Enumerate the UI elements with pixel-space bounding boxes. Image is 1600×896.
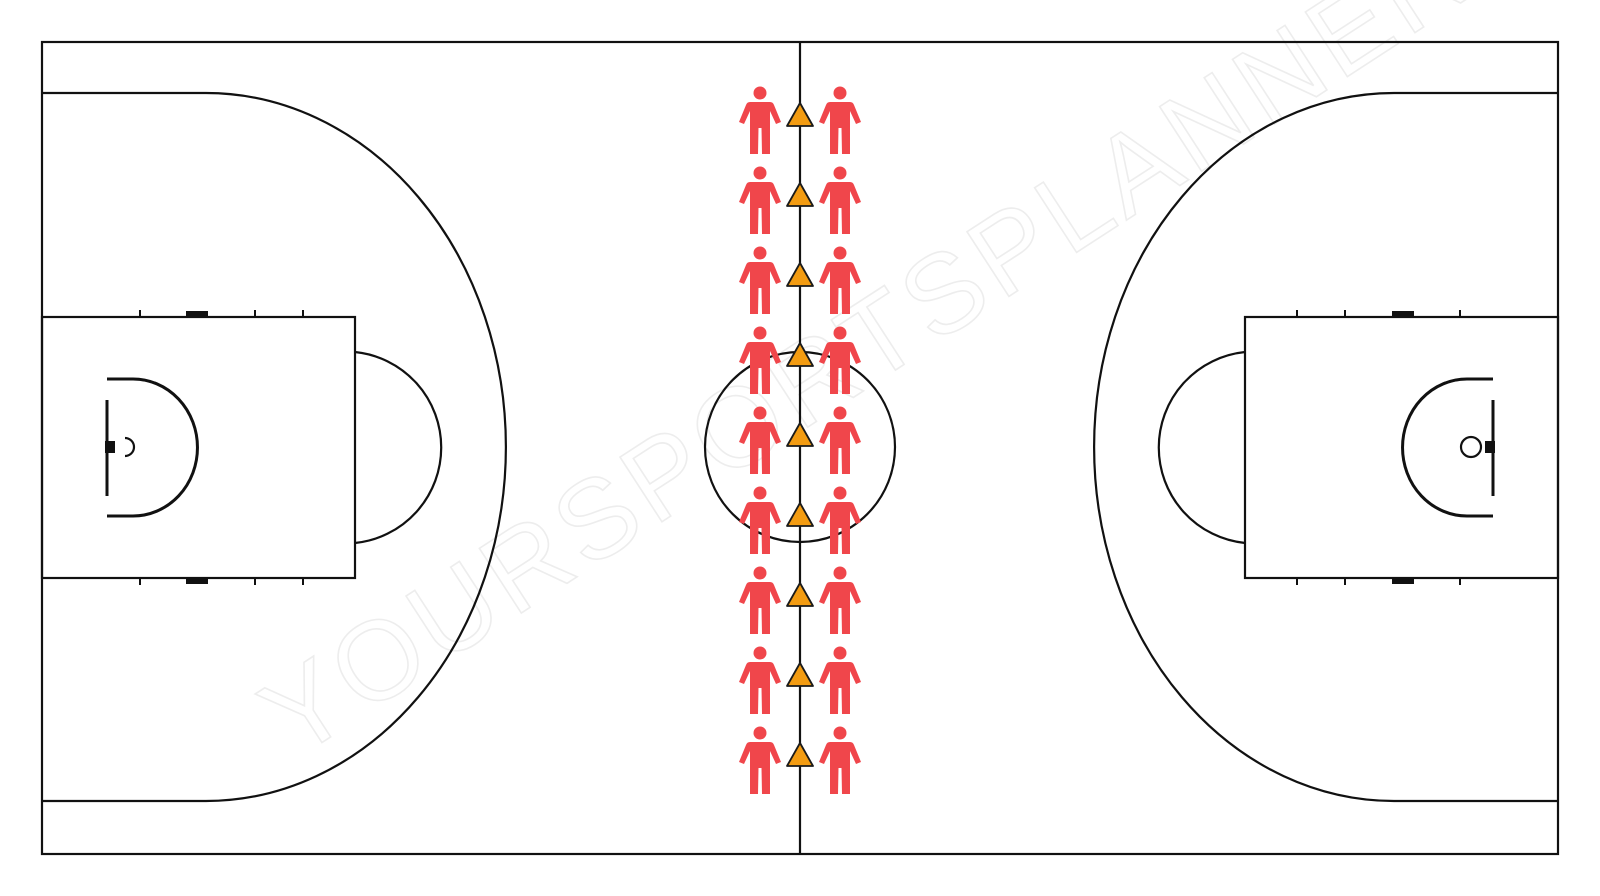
right-no-charge-arc: [1401, 377, 1493, 518]
person-icon: [739, 86, 781, 154]
right-three-point-line: [1092, 91, 1558, 803]
person-icon: [739, 726, 781, 794]
person-icon: [739, 566, 781, 634]
right-lane-block-bottom: [1392, 578, 1414, 584]
person-icon: [819, 246, 861, 314]
cone-icon: [786, 342, 814, 367]
person-icon: [739, 406, 781, 474]
person-icon: [819, 566, 861, 634]
left-rim: [124, 436, 136, 458]
person-icon: [739, 486, 781, 554]
left-no-charge-arc: [107, 377, 199, 518]
cone-icon: [786, 502, 814, 527]
right-rim: [1459, 435, 1483, 459]
cones: [786, 102, 814, 767]
left-lane-block-top: [186, 311, 208, 317]
right-lane-marks: [1296, 310, 1461, 585]
right-free-throw-circle: [1157, 350, 1246, 545]
right-lane-block-top: [1392, 311, 1414, 317]
cone-icon: [786, 582, 814, 607]
cone-icon: [786, 262, 814, 287]
person-icon: [819, 86, 861, 154]
left-free-throw-circle: [354, 350, 443, 545]
cone-icon: [786, 182, 814, 207]
person-icon: [819, 326, 861, 394]
left-rim-mount: [105, 441, 115, 453]
cone-icon: [786, 742, 814, 767]
left-three-point-line: [42, 91, 508, 803]
right-rim-mount: [1485, 441, 1495, 453]
person-icon: [739, 166, 781, 234]
cone-icon: [786, 422, 814, 447]
left-lane-marks: [139, 310, 304, 585]
person-icon: [739, 246, 781, 314]
cone-icon: [786, 102, 814, 127]
person-icon: [819, 406, 861, 474]
person-icon: [819, 166, 861, 234]
person-icon: [819, 726, 861, 794]
person-icon: [819, 486, 861, 554]
person-icon: [739, 646, 781, 714]
watermark: YOURSPORTSPLANNER: [239, 0, 1494, 781]
right-half: [1092, 91, 1560, 803]
left-half: [40, 91, 508, 803]
person-icon: [819, 646, 861, 714]
watermark-text: YOURSPORTSPLANNER: [240, 0, 1493, 780]
players: [739, 86, 861, 794]
cone-icon: [786, 662, 814, 687]
left-lane-block-bottom: [186, 578, 208, 584]
person-icon: [739, 326, 781, 394]
